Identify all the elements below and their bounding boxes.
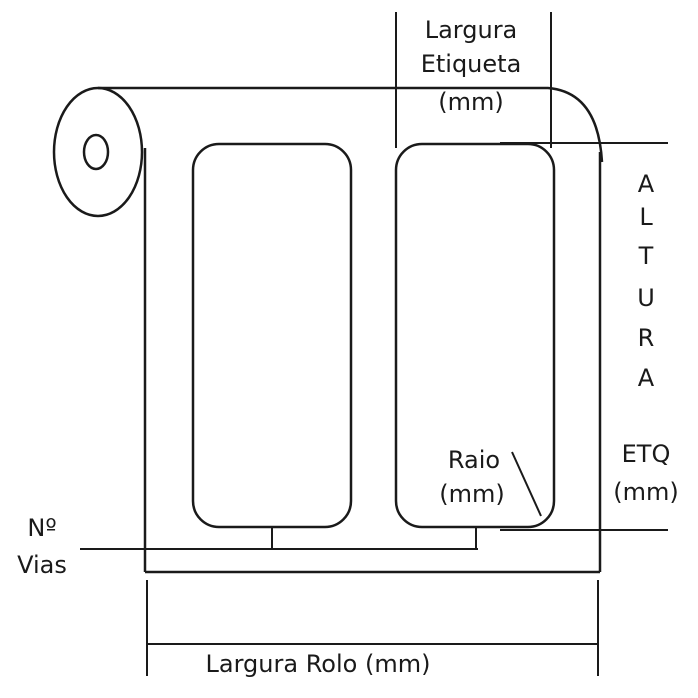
- label-width-text-2: Etiqueta: [421, 50, 522, 78]
- label-width-text-1: Largura: [425, 16, 518, 44]
- height-letter-5: R: [638, 324, 655, 352]
- height-letter-1: A: [638, 170, 655, 198]
- label-width-text-3: (mm): [438, 88, 503, 116]
- lanes-text-1: Nº: [27, 514, 56, 542]
- web-top-edge: [98, 86, 604, 163]
- roll-core-hole: [82, 133, 110, 171]
- roll-end-ellipse: [52, 86, 144, 218]
- height-letter-3: T: [638, 242, 654, 270]
- height-etq-text-1: ETQ: [622, 440, 671, 468]
- height-etq-text-2: (mm): [613, 478, 678, 506]
- height-letter-4: U: [637, 284, 655, 312]
- radius-text-2: (mm): [439, 480, 504, 508]
- height-letter-6: A: [638, 364, 655, 392]
- label-1: [191, 142, 353, 529]
- roll-width-text: Largura Rolo (mm): [206, 650, 431, 678]
- radius-pointer-line: [511, 451, 542, 517]
- radius-text-1: Raio: [448, 446, 500, 474]
- height-letter-2: L: [639, 203, 653, 231]
- lanes-text-2: Vias: [17, 551, 67, 579]
